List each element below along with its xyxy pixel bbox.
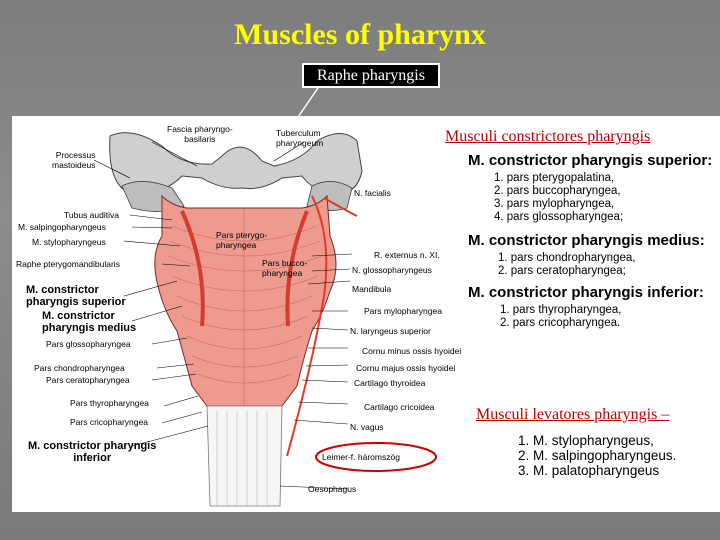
constrictor-superior-title: M. constrictor pharyngis superior: <box>468 152 712 169</box>
label-leimer-triangle: Leimer-f. háromszög <box>322 452 400 462</box>
label-fascia-pharyngobasilaris: Fascia pharyngo- basilaris <box>167 124 233 144</box>
constrictor-inferior-title: M. constrictor pharyngis inferior: <box>468 284 704 301</box>
label-mandibula: Mandibula <box>352 284 391 294</box>
label-oesophagus: Oesophagus <box>308 484 356 494</box>
anatomy-panel: Fascia pharyngo- basilaris Tuberculum ph… <box>12 116 720 512</box>
constrictor-medius-item: 1. pars chondropharyngea, <box>498 252 635 265</box>
label-tuberculum-pharyngeum: Tuberculum pharyngeum <box>276 128 323 148</box>
label-pars-ceratopharyngea: Pars ceratopharyngea <box>46 375 130 385</box>
constrictor-inferior-item: 2. pars cricopharyngea. <box>500 317 620 330</box>
label-tubus-auditiva: Tubus auditiva <box>64 210 119 220</box>
constrictor-superior-item: 2. pars buccopharyngea, <box>494 185 621 198</box>
levatores-item: 3. M. palatopharyngeus <box>518 463 659 478</box>
label-n-facialis: N. facialis <box>354 188 391 198</box>
label-pars-cricopharyngea: Pars cricopharyngea <box>70 417 148 427</box>
label-cornu-minus: Cornu minus ossis hyoidei <box>362 346 461 356</box>
levatores-item: 2. M. salpingopharyngeus. <box>518 448 676 463</box>
constrictor-superior-item: 3. pars mylopharyngea, <box>494 198 614 211</box>
constrictor-superior-item: 4. pars glossopharyngea; <box>494 211 623 224</box>
constrictor-inferior-item: 1. pars thyropharyngea, <box>500 304 621 317</box>
constrictores-heading: Musculi constrictores pharyngis <box>445 128 650 146</box>
label-pars-chondropharyngea: Pars chondropharyngea <box>34 363 125 373</box>
constrictor-medius-title: M. constrictor pharyngis medius: <box>468 232 705 249</box>
label-n-laryngeus-superior: N. laryngeus superior <box>350 326 431 336</box>
label-cartilago-thyroidea: Cartilago thyroidea <box>354 378 425 388</box>
label-raphe-pterygomandibularis: Raphe pterygomandibularis <box>16 259 120 269</box>
label-r-externus: R. externus n. XI. <box>374 250 440 260</box>
label-pars-buccopharyngea: Pars bucco- pharyngea <box>262 258 307 278</box>
label-processus-mastoideus: Processus mastoideus <box>52 150 95 170</box>
label-stylopharyngeus: M. stylopharyngeus <box>32 237 106 247</box>
label-constrictor-inferior: M. constrictor pharyngis inferior <box>28 440 156 464</box>
constrictor-superior-item: 1. pars pterygopalatina, <box>494 172 614 185</box>
levatores-heading: Musculi levatores pharyngis – <box>476 406 669 424</box>
label-n-vagus: N. vagus <box>350 422 384 432</box>
label-pars-glossopharyngea: Pars glossopharyngea <box>46 339 131 349</box>
label-salpingopharyngeus: M. salpingopharyngeus <box>18 222 106 232</box>
label-pars-thyropharyngea: Pars thyropharyngea <box>70 398 149 408</box>
label-n-glossopharyngeus: N. glossopharyngeus <box>352 265 432 275</box>
label-pars-pterygopharyngea: Pars pterygo- pharyngea <box>216 230 267 250</box>
constrictor-medius-item: 2. pars ceratopharyngea; <box>498 265 626 278</box>
label-constrictor-medius: M. constrictor pharyngis medius <box>42 310 136 334</box>
label-cartilago-cricoidea: Cartilago cricoidea <box>364 402 434 412</box>
levatores-item: 1. M. stylopharyngeus, <box>518 433 654 448</box>
label-cornu-majus: Cornu majus ossis hyoidei <box>356 363 455 373</box>
label-constrictor-superior: M. constrictor pharyngis superior <box>26 284 126 308</box>
label-pars-mylopharyngea: Pars mylopharyngea <box>364 306 442 316</box>
